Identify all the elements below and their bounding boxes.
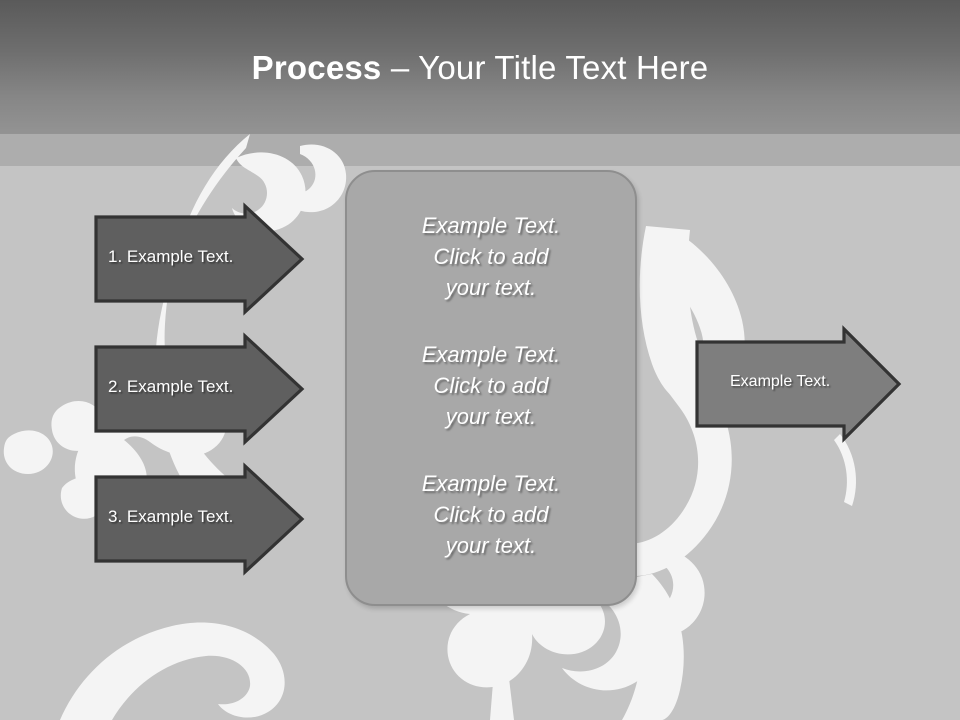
panel-text-block-3: Example Text. Click to add your text. <box>421 471 561 558</box>
header-bar: Process – Your Title Text Here <box>0 0 960 134</box>
step-arrow-2[interactable]: 2. Example Text. <box>93 332 305 446</box>
right-arrow-icon <box>94 202 305 316</box>
right-arrow-icon <box>94 332 305 446</box>
output-arrow[interactable]: Example Text. <box>694 325 902 443</box>
right-arrow-icon <box>94 462 305 576</box>
page-title-bold: Process <box>251 49 391 86</box>
page-title-rest: – Your Title Text Here <box>390 49 709 86</box>
panel-text-block-1: Example Text. Click to add your text. <box>421 213 561 300</box>
step-arrow-1[interactable]: 1. Example Text. <box>93 202 305 316</box>
page-title: Process – Your Title Text Here <box>0 48 960 88</box>
background-band-mid <box>0 134 960 166</box>
center-text-panel[interactable]: Example Text. Click to add your text. Ex… <box>345 170 637 606</box>
step-arrow-3[interactable]: 3. Example Text. <box>93 462 305 576</box>
right-arrow-icon <box>695 325 902 443</box>
panel-text-block-2: Example Text. Click to add your text. <box>421 342 561 429</box>
